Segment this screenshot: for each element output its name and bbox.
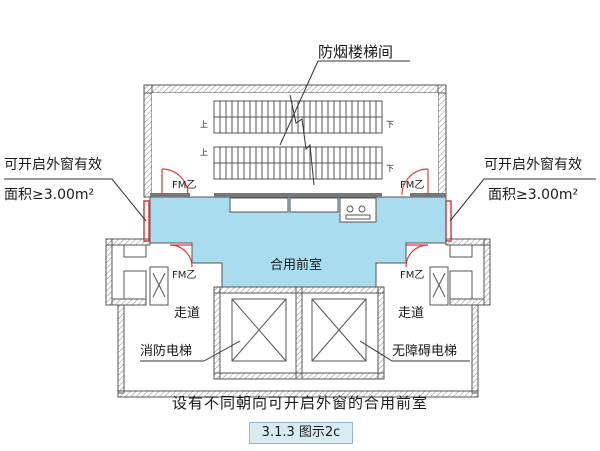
accessible-elevator-label: 无障碍电梯: [392, 344, 457, 359]
stair-up-lower-label: 上: [200, 148, 208, 157]
window-left: [143, 200, 150, 242]
door-left-lower: [169, 244, 193, 268]
left-wing-walls: [105, 238, 169, 394]
stair-down-lower-label: 下: [386, 164, 394, 173]
bottom-wall: [117, 390, 479, 398]
left-window-leader: [111, 178, 147, 222]
fm-right-lower-label: FM乙: [400, 269, 424, 281]
equipment-cabinets: [229, 197, 377, 223]
fm-left-lower-label: FM乙: [172, 269, 196, 281]
fm-left-upper-label: FM乙: [172, 179, 196, 191]
diagram-caption: 设有不同朝向可开启外窗的合用前室: [171, 394, 428, 412]
stair-label: 防烟楼梯间: [318, 43, 393, 61]
stair-down-upper-label: 下: [386, 120, 394, 129]
fire-elevator-leader: [203, 340, 241, 362]
right-window-label-1: 可开启外窗有效: [484, 156, 582, 173]
figure-number-box: 3.1.3 图示2c: [249, 422, 353, 444]
stair-flights: [213, 94, 383, 186]
door-right-upper: [401, 168, 429, 196]
accessible-elevator-leader: [359, 340, 393, 362]
door-left-upper: [161, 168, 189, 196]
corridor-right-label: 走道: [398, 306, 424, 321]
left-window-label-2: 面积≥3.00m²: [4, 187, 94, 203]
right-window-leader: [449, 178, 485, 222]
stair-up-upper-label: 上: [200, 120, 208, 129]
lobby-label: 合用前室: [270, 257, 322, 273]
door-right-lower: [405, 244, 429, 268]
right-wing-walls: [429, 238, 491, 394]
fire-elevator-label: 消防电梯: [140, 343, 192, 359]
left-window-label-1: 可开启外窗有效: [4, 156, 102, 173]
stair-leader-line: [279, 60, 319, 146]
right-window-label-2: 面积≥3.00m²: [488, 187, 578, 203]
fm-right-upper-label: FM乙: [400, 179, 424, 191]
corridor-left-label: 走道: [174, 306, 200, 321]
elevator-block: [213, 286, 385, 380]
